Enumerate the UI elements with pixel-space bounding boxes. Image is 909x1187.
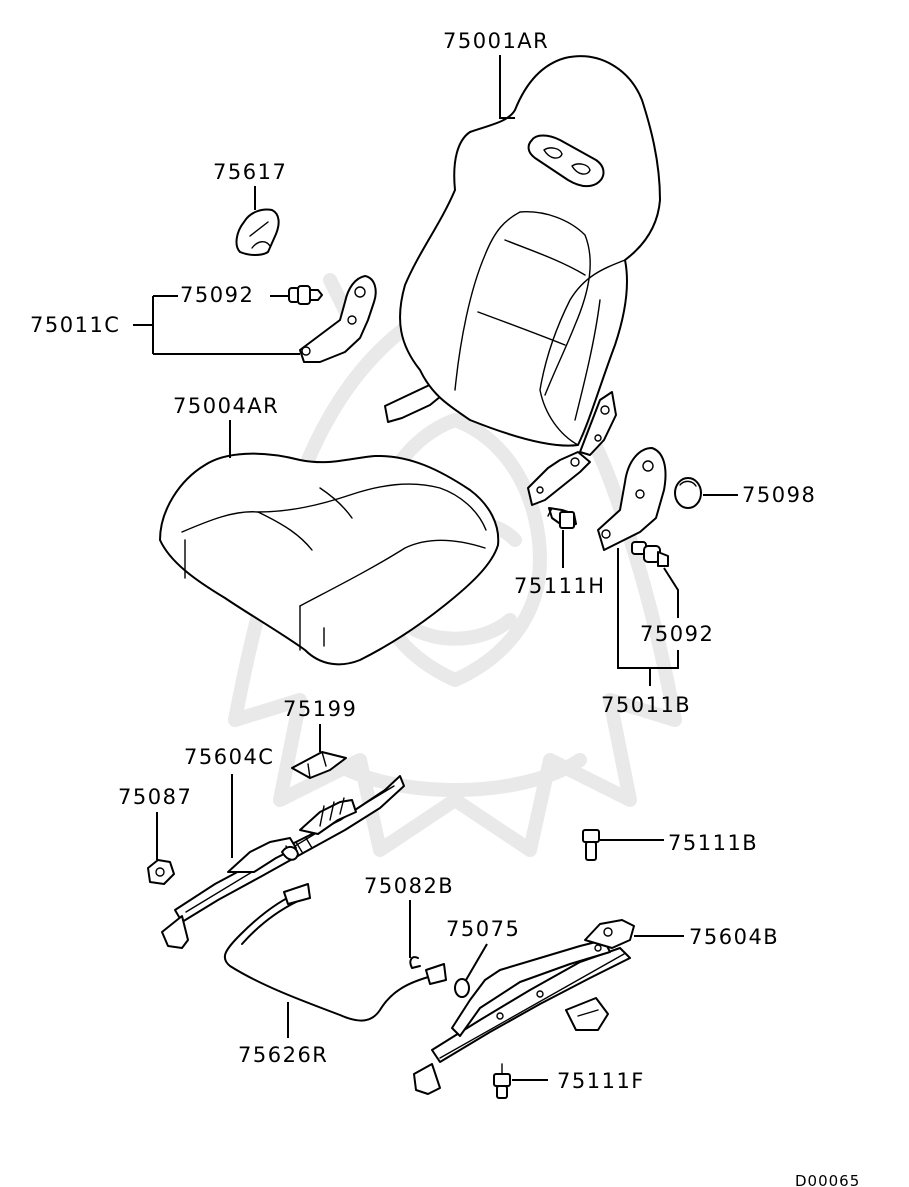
seat-back[interactable]	[384, 55, 661, 506]
label-75092-right: 75092	[640, 622, 714, 646]
label-75111F: 75111F	[557, 1069, 645, 1093]
label-75001AR: 75001AR	[443, 29, 549, 53]
label-75111H: 75111H	[514, 574, 606, 598]
label-75626R: 75626R	[238, 1043, 328, 1067]
label-75604B: 75604B	[689, 925, 779, 949]
label-75082B: 75082B	[364, 874, 454, 898]
label-75199: 75199	[283, 697, 357, 721]
part-75111B-bolt[interactable]	[582, 829, 600, 861]
label-75092-left: 75092	[180, 283, 254, 307]
part-75092-left-screw[interactable]	[288, 285, 323, 305]
part-75092-right-screw[interactable]	[631, 541, 669, 567]
part-75011C-hinge-cover[interactable]	[299, 275, 377, 363]
label-75087: 75087	[118, 785, 192, 809]
label-75004AR: 75004AR	[173, 394, 279, 418]
leader-lines	[133, 55, 738, 1081]
part-75617-cover[interactable]	[235, 208, 280, 256]
part-75604C-seat-rail[interactable]	[161, 775, 405, 949]
part-75199-cover[interactable]	[291, 751, 347, 779]
part-75604B-seat-rail[interactable]	[413, 919, 635, 1095]
part-75098-cap[interactable]	[674, 477, 702, 509]
label-75617: 75617	[213, 160, 287, 184]
part-75087-nut[interactable]	[147, 859, 175, 885]
label-75011C: 75011C	[30, 313, 120, 337]
part-labels: 75001AR 75617 75092 75011C 75004AR 75098…	[30, 29, 860, 1187]
part-75111F-bolt[interactable]	[493, 1063, 511, 1099]
part-75626R-bar[interactable]	[223, 883, 447, 1022]
label-75098: 75098	[742, 483, 816, 507]
part-75111H-bolt[interactable]	[547, 507, 577, 529]
label-75011B: 75011B	[601, 693, 691, 717]
label-75604C: 75604C	[184, 745, 274, 769]
part-75082B-clip[interactable]	[409, 956, 421, 969]
label-75075: 75075	[446, 917, 520, 941]
diagram-code: D00065	[795, 1172, 860, 1187]
part-75075-washer[interactable]	[454, 978, 470, 998]
label-75111B: 75111B	[668, 831, 758, 855]
seat-cushion[interactable]	[159, 452, 500, 666]
part-75011B-hinge-cover[interactable]	[597, 447, 667, 551]
